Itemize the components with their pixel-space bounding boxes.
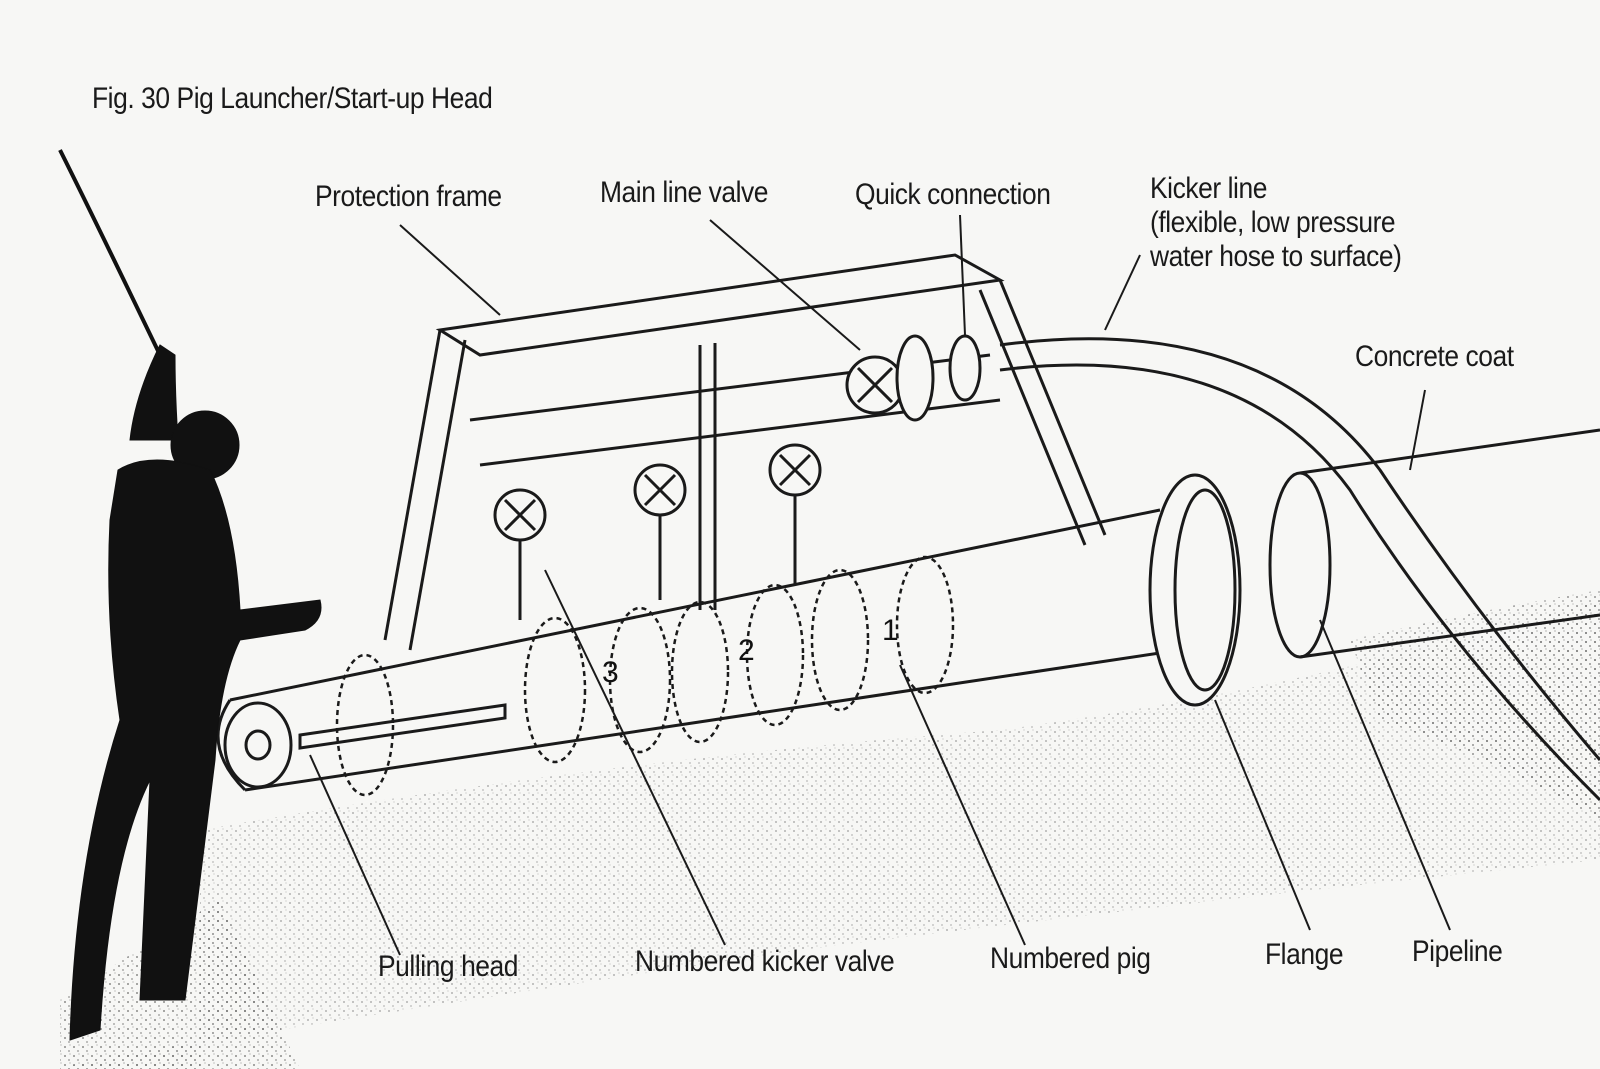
label-pipeline: Pipeline [1412,935,1503,968]
leader-lines [309,214,1451,956]
label-numbered-kicker-valve: Numbered kicker valve [635,945,895,978]
seabed [60,590,1600,1069]
label-flange: Flange [1265,938,1344,971]
kicker-line-hose [999,337,1600,802]
label-quick-connection: Quick connection [855,178,1051,211]
launcher-body [216,508,1181,792]
main-line-valve-drawing [845,334,982,422]
diver-silhouette [58,149,322,1041]
flange-drawing [1148,428,1600,707]
label-main-line-valve: Main line valve [600,176,769,209]
label-numbered-pig: Numbered pig [990,942,1151,975]
label-concrete-coat: Concrete coat [1355,340,1514,373]
label-kicker-line: Kicker line (flexible, low pressure wate… [1150,172,1402,273]
pigs [335,555,955,797]
label-protection-frame: Protection frame [315,180,502,213]
label-pulling-head: Pulling head [378,950,519,983]
protection-frame-drawing [383,253,1107,651]
kicker-valves [493,443,822,620]
pig-number-3: 3 [602,656,619,689]
pig-number-1: 1 [882,614,899,647]
figure-title: Fig. 30 Pig Launcher/Start-up Head [92,82,493,115]
pig-number-2: 2 [738,634,755,667]
